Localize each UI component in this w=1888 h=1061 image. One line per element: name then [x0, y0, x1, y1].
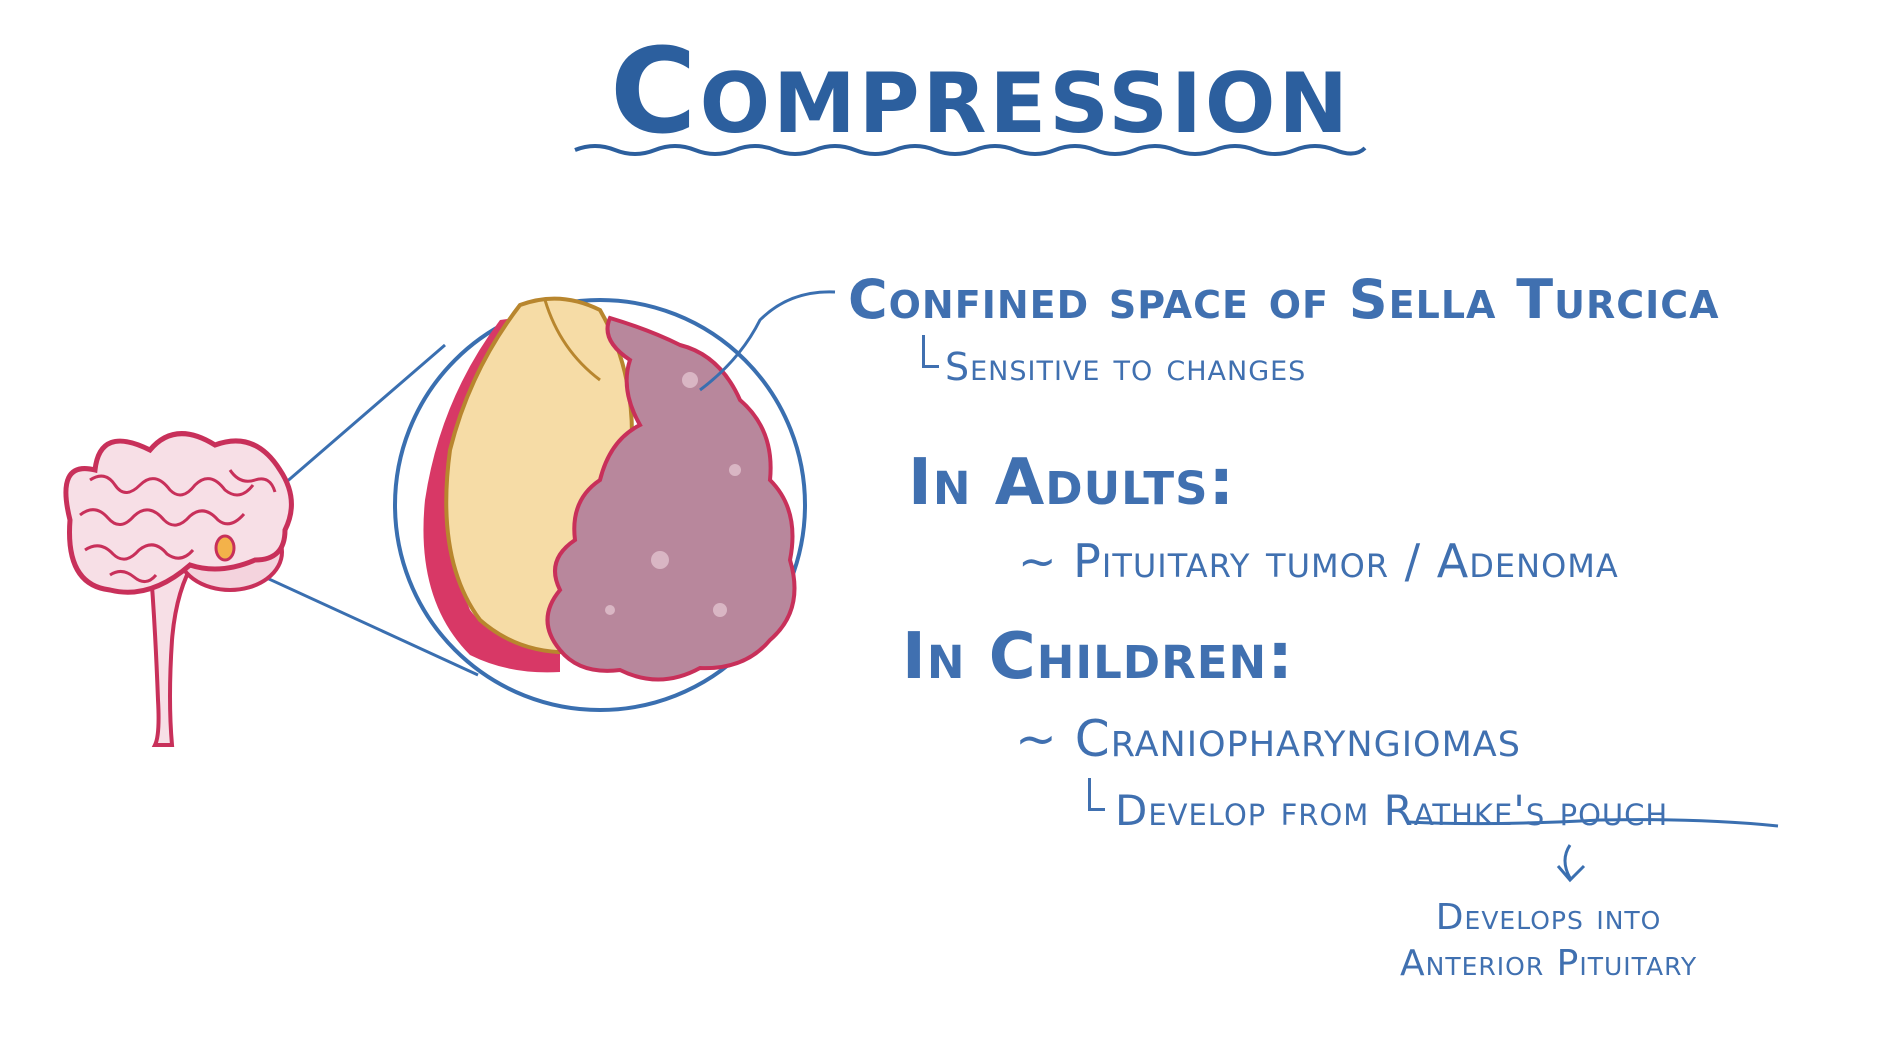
sensitive-line: Sensitive to changes: [945, 345, 1307, 389]
title-underline: [574, 144, 1367, 156]
develop-line: Develop from Rathke's pouch: [1115, 786, 1669, 835]
magnified-pituitary: [393, 296, 807, 712]
develops-into-line-1: Develops into: [1435, 897, 1662, 938]
develops-into-note: Develops into Anterior Pituitary: [1400, 895, 1697, 987]
children-heading: In Children:: [902, 620, 1294, 694]
children-item: ~ Craniopharyngiomas: [1015, 710, 1521, 768]
adults-item: ~ Pituitary tumor / Adenoma: [1018, 534, 1619, 588]
down-arrow-icon: [1556, 844, 1586, 883]
hook-icon: [1088, 778, 1105, 811]
pointer-line: [699, 290, 836, 392]
develops-into-line-2: Anterior Pituitary: [1400, 943, 1698, 984]
hook-icon: [922, 335, 939, 368]
rathke-underline: [1407, 818, 1779, 828]
adults-heading: In Adults:: [908, 446, 1236, 520]
brain-icon: [63, 431, 294, 747]
page-title: Compression: [610, 22, 1351, 160]
confined-space-line: Confined space of Sella Turcica: [848, 268, 1720, 331]
zoom-line-lower: [231, 560, 479, 677]
